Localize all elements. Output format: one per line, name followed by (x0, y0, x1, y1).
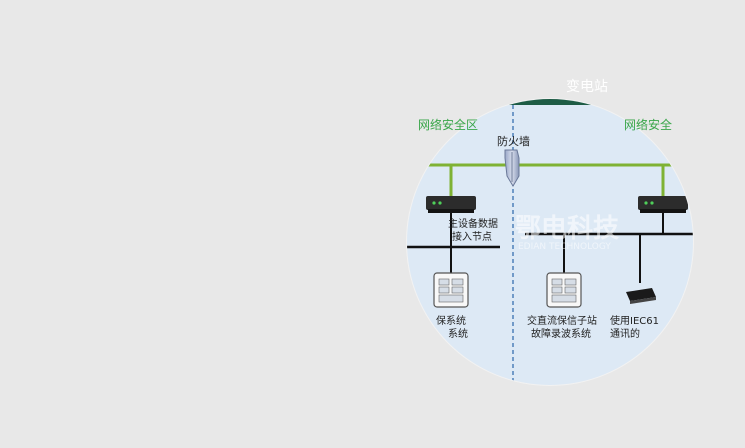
diagram-title: 变电站 (566, 79, 608, 95)
relay-device-icon (433, 272, 469, 308)
zone-label-right: 网络安全 (624, 118, 673, 132)
circle-background (407, 99, 693, 385)
relay-device-icon (546, 272, 582, 308)
header-band (407, 99, 693, 105)
zone-label-left: 网络安全区 (418, 118, 479, 132)
relay-left-label-line2: 系统 (448, 329, 468, 340)
comm-device-icon (626, 288, 656, 304)
main-device-label-line1: 主设备数据 (448, 219, 498, 230)
relay-left-label-line1: 保系统 (436, 316, 466, 327)
watermark-text: 鄂电科技 (515, 214, 620, 244)
watermark-subtitle: EDIAN TECHNOLOGY (518, 242, 611, 252)
relay-right-label-line1: 使用IEC61 (610, 316, 659, 327)
relay-mid-label-line1: 交直流保信子站 (527, 316, 597, 327)
main-device-label-line2: 接入节点 (452, 232, 492, 243)
relay-right-label-line2: 通讯的 (610, 329, 640, 340)
relay-mid-label-line2: 故障录波系统 (531, 329, 591, 340)
firewall-label: 防火墙 (497, 135, 530, 148)
switch-icon (638, 196, 688, 213)
switch-icon (426, 196, 476, 213)
